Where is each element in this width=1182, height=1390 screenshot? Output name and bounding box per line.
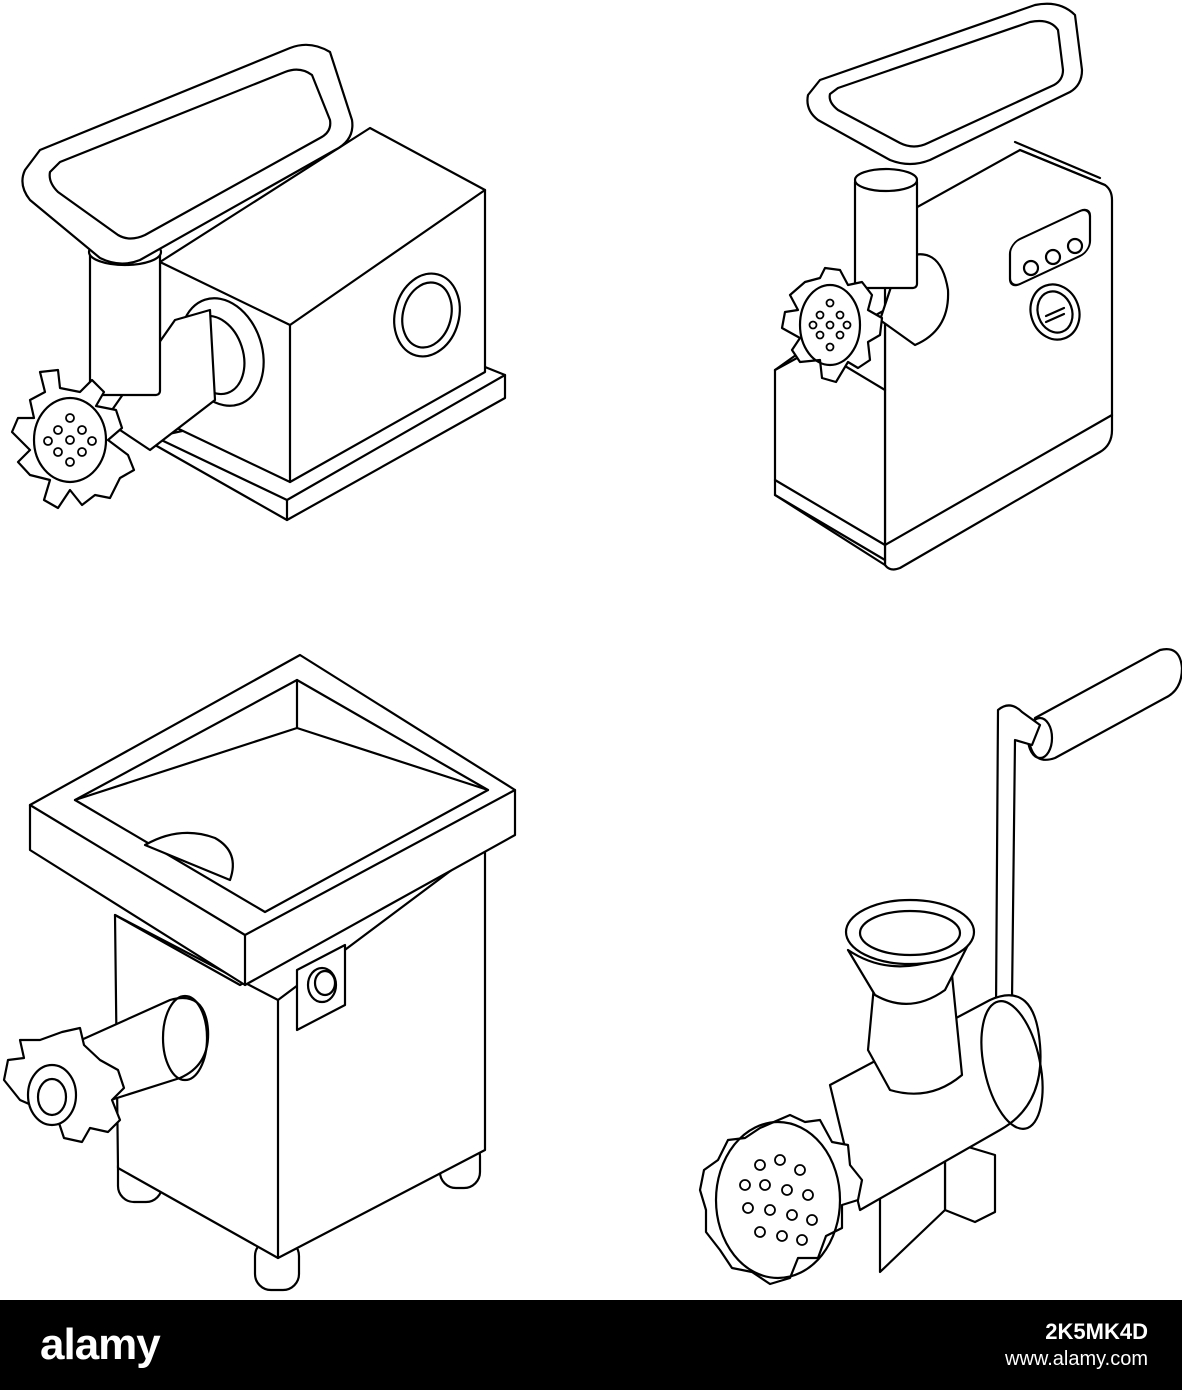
meat-grinder-electric-icon [10,43,507,522]
alamy-logo: alamy [40,1320,161,1369]
image-info: 2K5MK4D www.alamy.com [1005,1318,1148,1373]
illustration-canvas [2,2,1182,1292]
watermark-footer: alamy 2K5MK4D www.alamy.com [0,1300,1182,1390]
meat-grinder-industrial-icon [2,653,517,1292]
meat-grinder-manual-icon [698,648,1182,1286]
image-id: 2K5MK4D [1045,1318,1148,1344]
site-url: www.alamy.com [1005,1348,1148,1371]
meat-grinder-electric-compact-icon [773,2,1114,571]
